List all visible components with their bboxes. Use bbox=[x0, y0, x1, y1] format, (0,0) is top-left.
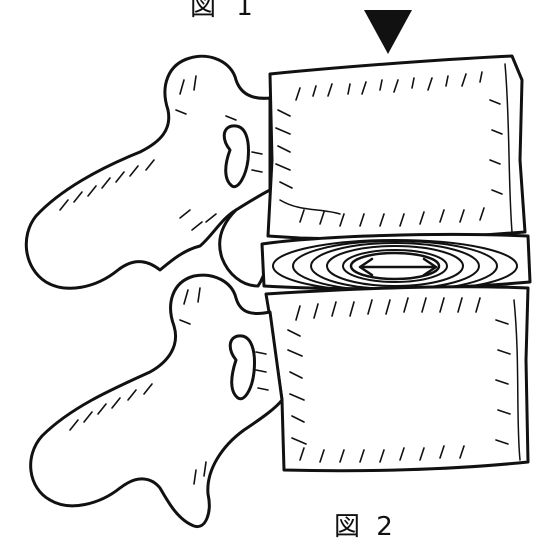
lower-posterior-elements bbox=[31, 275, 282, 526]
figure-caption-bottom: 図 2 bbox=[334, 506, 397, 543]
pressure-arrow-marker bbox=[364, 10, 412, 54]
